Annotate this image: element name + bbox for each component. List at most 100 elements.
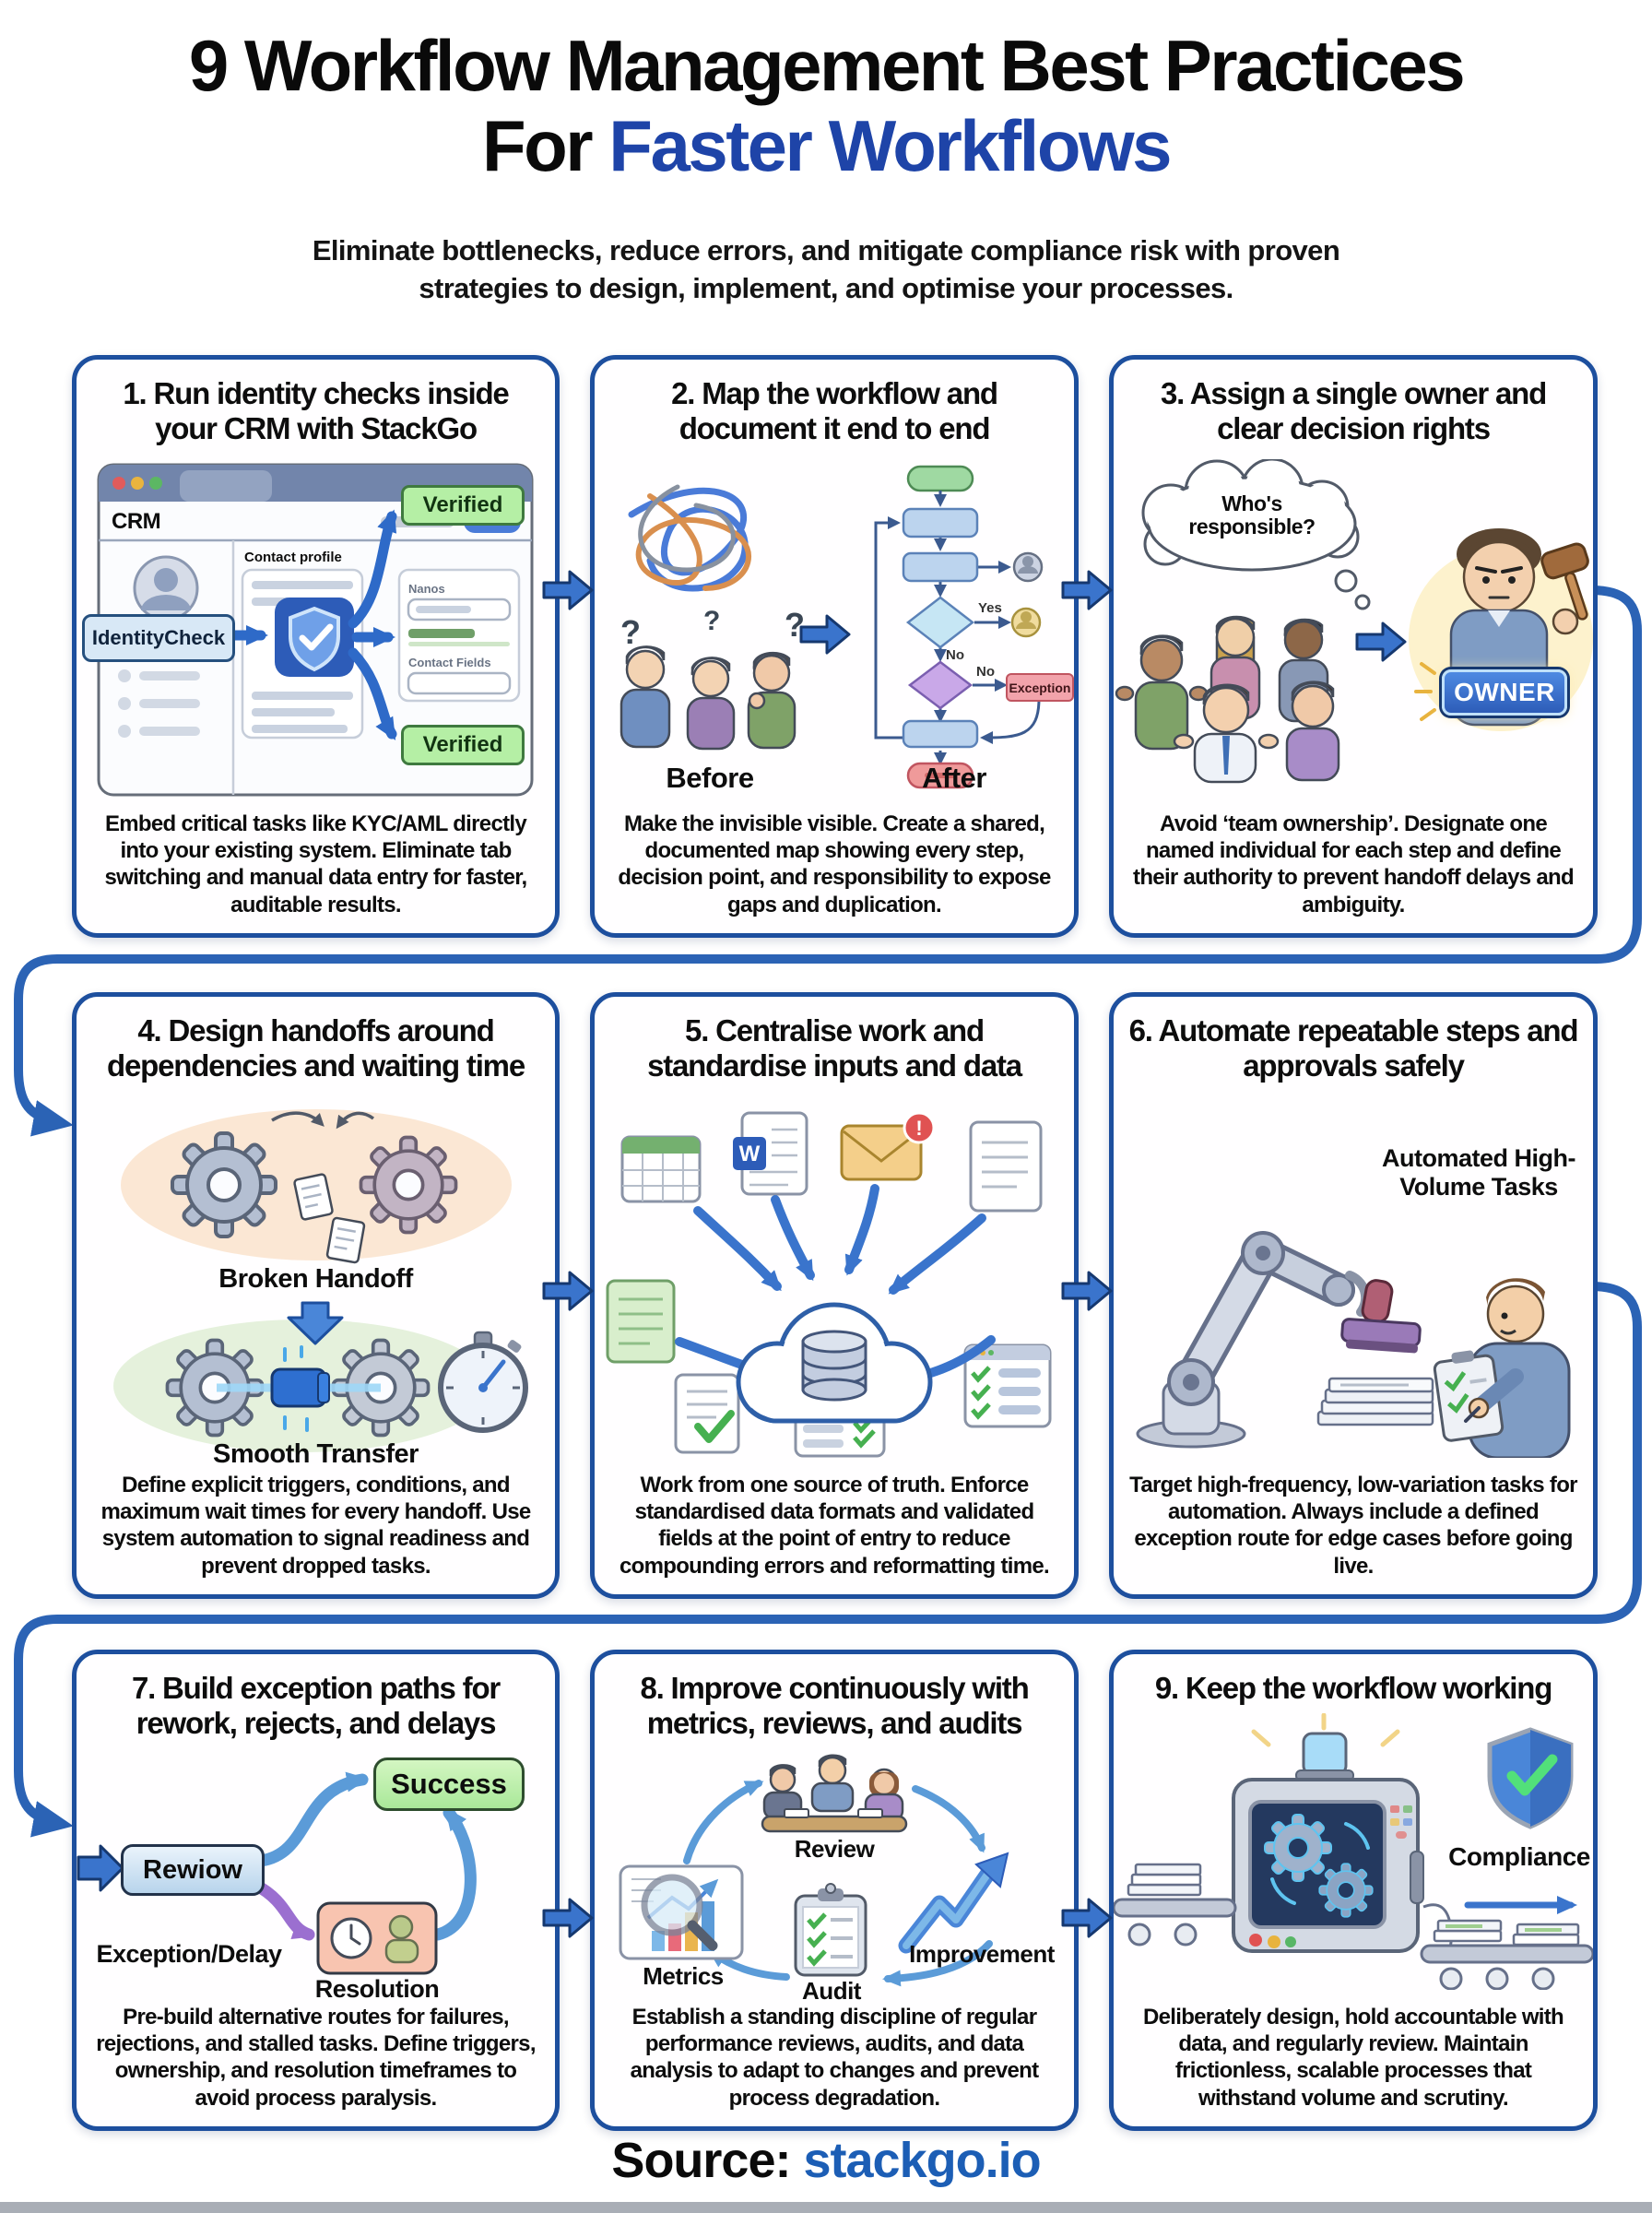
alert-mark: ! [915,1117,922,1140]
card-4: 4. Design handoffs around dependencies a… [72,992,560,1599]
card-3-illustration: Who's responsible? OWNER [1114,459,1593,802]
card-6-description: Target high-frequency, low-variation tas… [1129,1472,1577,1579]
checklist-window-right-icon [963,1343,1052,1428]
card-8-description: Establish a standing discipline of regul… [630,2004,1039,2111]
card-7: 7. Build exception paths for rework, rej… [72,1650,560,2131]
flowchart-no-label-1: No [946,647,964,663]
crm-window-title: CRM [112,509,161,534]
source-line: Source: stackgo.io [0,2132,1652,2189]
title-prefix: For [481,105,609,187]
broken-handoff-label: Broken Handoff [218,1264,413,1294]
card-6-illustration: Automated High-Volume Tasks [1114,1100,1593,1458]
spreadsheet-icon [620,1135,702,1203]
badge-sparks [1414,662,1436,721]
flow-arrow-7-8 [542,1892,594,1948]
card-7-description: Pre-build alternative routes for failure… [96,2004,536,2111]
source-value: stackgo.io [803,2133,1041,2188]
connector-row1-to-row2 [14,586,1642,1137]
improve-cycle-illustration [619,1754,1009,1987]
page-title-line1: 9 Workflow Management Best Practices [188,25,1466,106]
card-9-illustration: Compliance [1114,1713,1593,1990]
verified-badge-bottom: Verified [401,725,525,765]
card-9-description: Deliberately design, hold accountable wi… [1142,2004,1564,2111]
avatar-icon [133,555,199,621]
conveyor-right [1420,1903,1593,1990]
thought-bubble-text: Who's responsible? [1188,491,1316,539]
workflow-machine-illustration [1114,1713,1593,1990]
card-6-title: 6. Automate repeatable steps and approva… [1128,1013,1579,1083]
card-3: 3. Assign a single owner and clear decis… [1109,355,1598,938]
shield-check-icon [275,598,354,677]
flow-arrow-5-6 [1061,1265,1113,1321]
beacon-light-icon [1251,1713,1400,1781]
card-2-description: Make the invisible visible. Create a sha… [618,811,1051,917]
card-1-illustration: CRM Contact profile IdentityCheck Verifi… [77,459,555,802]
flowchart-no-label-2: No [976,664,995,680]
compliance-shield-icon [1487,1727,1574,1829]
handoff-illustration [113,1109,528,1457]
card-4-description: Define explicit triggers, conditions, an… [100,1472,531,1579]
flowchart-icon [874,465,1044,789]
contact-profile-label: Contact profile [244,550,342,565]
card-8-title: 8. Improve continuously with metrics, re… [640,1671,1029,1740]
card-5-title: 5. Centralise work and standardise input… [647,1013,1022,1083]
down-arrow-icon [287,1301,344,1345]
fields-panel [397,568,521,703]
entry-arrow-icon [77,1844,124,1892]
field-label-contact-fields: Contact Fields [408,656,491,669]
exception-node: Exception [1006,673,1074,702]
exception-path-illustration [77,1771,477,1975]
success-node: Success [373,1757,525,1811]
question-mark-glyph: ? [703,606,720,636]
card-5-description: Work from one source of truth. Enforce s… [619,1472,1050,1579]
thought-cloud-icon [1141,459,1371,610]
gavel-icon [1540,542,1589,621]
card-2-illustration: ? ? ? [595,459,1074,802]
centralise-illustration: W ! [606,1111,1052,1458]
flow-arrow-2-3 [1061,564,1113,621]
conveyor-machine-icon [1232,1778,1424,1953]
question-mark-glyph: ? [620,613,641,651]
bottom-strip [0,2202,1652,2213]
flow-arrow-1-2 [542,564,594,621]
card-9: 9. Keep the workflow working [1109,1650,1598,2131]
review-node: Rewiow [121,1844,265,1896]
review-meeting [761,1754,908,1833]
card-1: 1. Run identity checks inside your CRM w… [72,355,560,938]
robot-arm-icon [1136,1231,1371,1449]
card-2: 2. Map the workflow and document it end … [590,355,1079,938]
improvement-arrow-icon [898,1852,1009,1954]
card-5-illustration: W ! [595,1100,1074,1458]
card-9-title: 9. Keep the workflow working [1154,1671,1553,1705]
field-label-nanos: Nanos [408,582,445,596]
tangle-icon [628,484,751,592]
resolution-box [316,1901,438,1975]
automation-illustration [1136,1231,1571,1458]
dropped-papers [293,1173,366,1264]
paper-stack [1316,1377,1434,1426]
card-1-description: Embed critical tasks like KYC/AML direct… [104,811,527,917]
shrugging-team [1115,615,1340,784]
source-label: Source: [611,2133,804,2188]
page-subtitle: Eliminate bottlenecks, reduce errors, an… [312,234,1340,304]
metrics-label: Metrics [643,1962,724,1990]
word-letter: W [739,1142,761,1166]
doc-check-icon [674,1373,740,1454]
compliance-label: Compliance [1448,1842,1590,1871]
card-8: 8. Improve continuously with metrics, re… [590,1650,1079,2131]
flow-arrow-8-9 [1061,1892,1113,1948]
card-4-illustration: Broken Handoff Smooth Transfer [77,1100,555,1467]
cloud-database-icon [736,1302,933,1424]
improvement-label: Improvement [909,1940,1055,1968]
falling-arrows [271,1111,375,1130]
review-label: Review [794,1835,875,1863]
card-7-illustration: Success Rewiow Exception/Delay Resolutio… [77,1750,555,2001]
card-8-illustration: Review Metrics Improvement Audit [595,1750,1074,2001]
connector-row2-to-row3 [14,1282,1642,1838]
clipboard-check-icon [794,1883,867,1977]
flow-paths [249,1771,477,1941]
card-1-title: 1. Run identity checks inside your CRM w… [123,376,509,445]
card-3-title: 3. Assign a single owner and clear decis… [1160,376,1547,445]
